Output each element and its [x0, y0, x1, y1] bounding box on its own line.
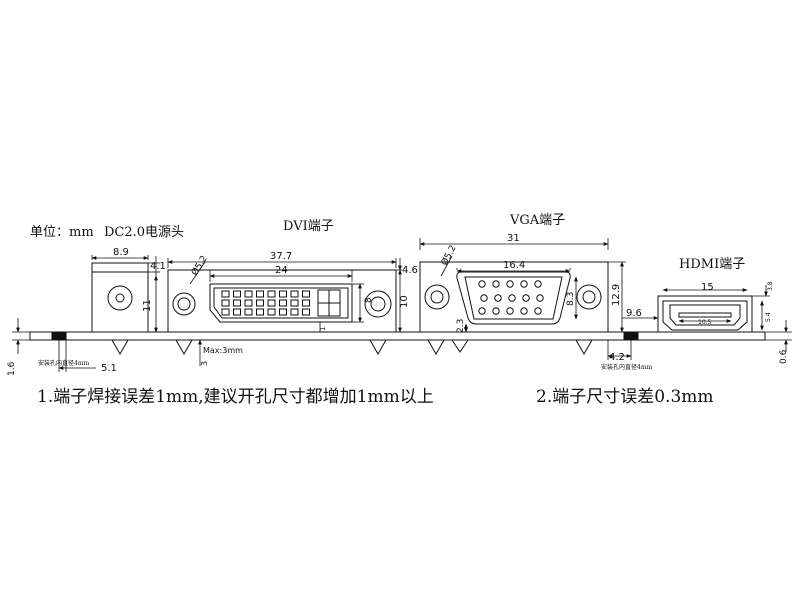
dvi-pin — [267, 290, 276, 298]
dvi-pin — [279, 290, 287, 298]
dvi-connector-outline — [167, 269, 397, 333]
vga-pin-grid — [478, 280, 544, 315]
vga-pin — [508, 294, 516, 302]
dim-dc-top: 4.1 — [150, 261, 166, 272]
dim-hdmi-side: 9.6 — [626, 308, 642, 319]
vga-pin — [522, 294, 530, 302]
dvi-pin — [279, 299, 287, 307]
vga-pin — [480, 294, 488, 302]
dvi-pin — [244, 308, 253, 316]
vga-connector-outline — [419, 261, 609, 333]
dim-three: 3 — [200, 361, 209, 366]
dvi-pin — [267, 308, 276, 316]
dim-dvi-gap: 1 — [319, 327, 327, 331]
vga-title: VGA端子 — [509, 213, 565, 228]
hole-note-left: 安装孔内直径4mm — [38, 359, 90, 367]
dvi-pin — [244, 299, 253, 307]
dvi-pin — [221, 290, 230, 298]
dim-vga-phi: Ø5.2 — [439, 243, 459, 267]
dim-max-3mm: Max:3mm — [203, 346, 243, 355]
vga-pin — [536, 294, 544, 302]
dvi-pin — [267, 299, 276, 307]
dvi-pin — [233, 308, 241, 316]
dvi-pin — [256, 290, 264, 298]
dim-hdmi-width: 15 — [701, 282, 714, 293]
dvi-pin — [221, 299, 230, 307]
dim-vga-pin-h: 8.3 — [566, 292, 576, 306]
vga-pin — [534, 307, 542, 315]
vga-pin — [506, 307, 514, 315]
dim-dc-height: 11 — [142, 299, 153, 312]
dvi-pin — [302, 290, 310, 298]
dvi-pin — [221, 308, 230, 316]
dvi-title: DVI端子 — [283, 219, 334, 234]
dvi-pin — [244, 290, 253, 298]
dc-jack-outline — [91, 262, 149, 333]
pcb-board — [29, 331, 766, 341]
dvi-pin — [233, 299, 241, 307]
dim-dvi-pin-h: 8 — [364, 297, 374, 303]
dc-title: DC2.0电源头 — [104, 225, 184, 240]
note-solder-tolerance: 1.端子焊接误差1mm,建议开孔尺寸都增加1mm以上 — [37, 387, 434, 407]
dim-dvi-body: 24 — [275, 265, 288, 276]
hdmi-connector-outline — [657, 295, 753, 332]
dim-vga-total: 31 — [507, 233, 520, 244]
dvi-pin — [302, 308, 310, 316]
dvi-pin — [290, 299, 299, 307]
dim-hdmi-h2: 5.4 — [765, 312, 772, 322]
vga-pin — [494, 294, 502, 302]
hdmi-title: HDMI端子 — [679, 257, 745, 272]
dvi-pin — [290, 290, 299, 298]
vga-pin — [506, 280, 514, 288]
dvi-pin — [290, 308, 299, 316]
dim-board-left: 1.6 — [7, 361, 17, 376]
vga-pin — [492, 307, 500, 315]
dim-dvi-total: 37.7 — [270, 251, 292, 262]
vga-pin — [478, 280, 486, 288]
unit-label: 单位：mm — [30, 225, 94, 240]
note-size-tolerance: 2.端子尺寸误差0.3mm — [536, 387, 714, 407]
dim-vga-body: 16.4 — [503, 260, 525, 271]
vga-pin — [520, 307, 528, 315]
dim-dvi-height: 10 — [399, 295, 410, 308]
dim-dvi-top: 4.6 — [402, 265, 418, 276]
vga-pin — [492, 280, 500, 288]
dvi-pin — [256, 308, 264, 316]
hole-note-right: 安装孔内直径4mm — [601, 363, 653, 371]
dvi-key-cross — [317, 289, 341, 317]
dvi-pin — [302, 299, 310, 307]
vga-pin — [520, 280, 528, 288]
dvi-pin — [279, 308, 287, 316]
dim-hole-right: 4.2 — [609, 352, 625, 363]
dim-vga-height: 12.9 — [611, 284, 622, 306]
mounting-legs — [111, 339, 593, 356]
vga-pin — [478, 307, 486, 315]
dim-dvi-phi: Ø5.2 — [189, 254, 210, 278]
dvi-pin — [256, 299, 264, 307]
dim-hole-left: 5.1 — [101, 363, 117, 374]
dim-hdmi-h1: 3.8 — [767, 281, 774, 291]
dim-board-right: 0.6 — [779, 349, 789, 364]
dim-vga-gap: 2.3 — [456, 319, 466, 333]
dvi-pin-grid — [221, 290, 310, 316]
dvi-pin — [233, 290, 241, 298]
dim-dc-width: 8.9 — [113, 247, 129, 258]
vga-pin — [534, 280, 542, 288]
dim-hdmi-inner: 10.5 — [698, 319, 712, 326]
